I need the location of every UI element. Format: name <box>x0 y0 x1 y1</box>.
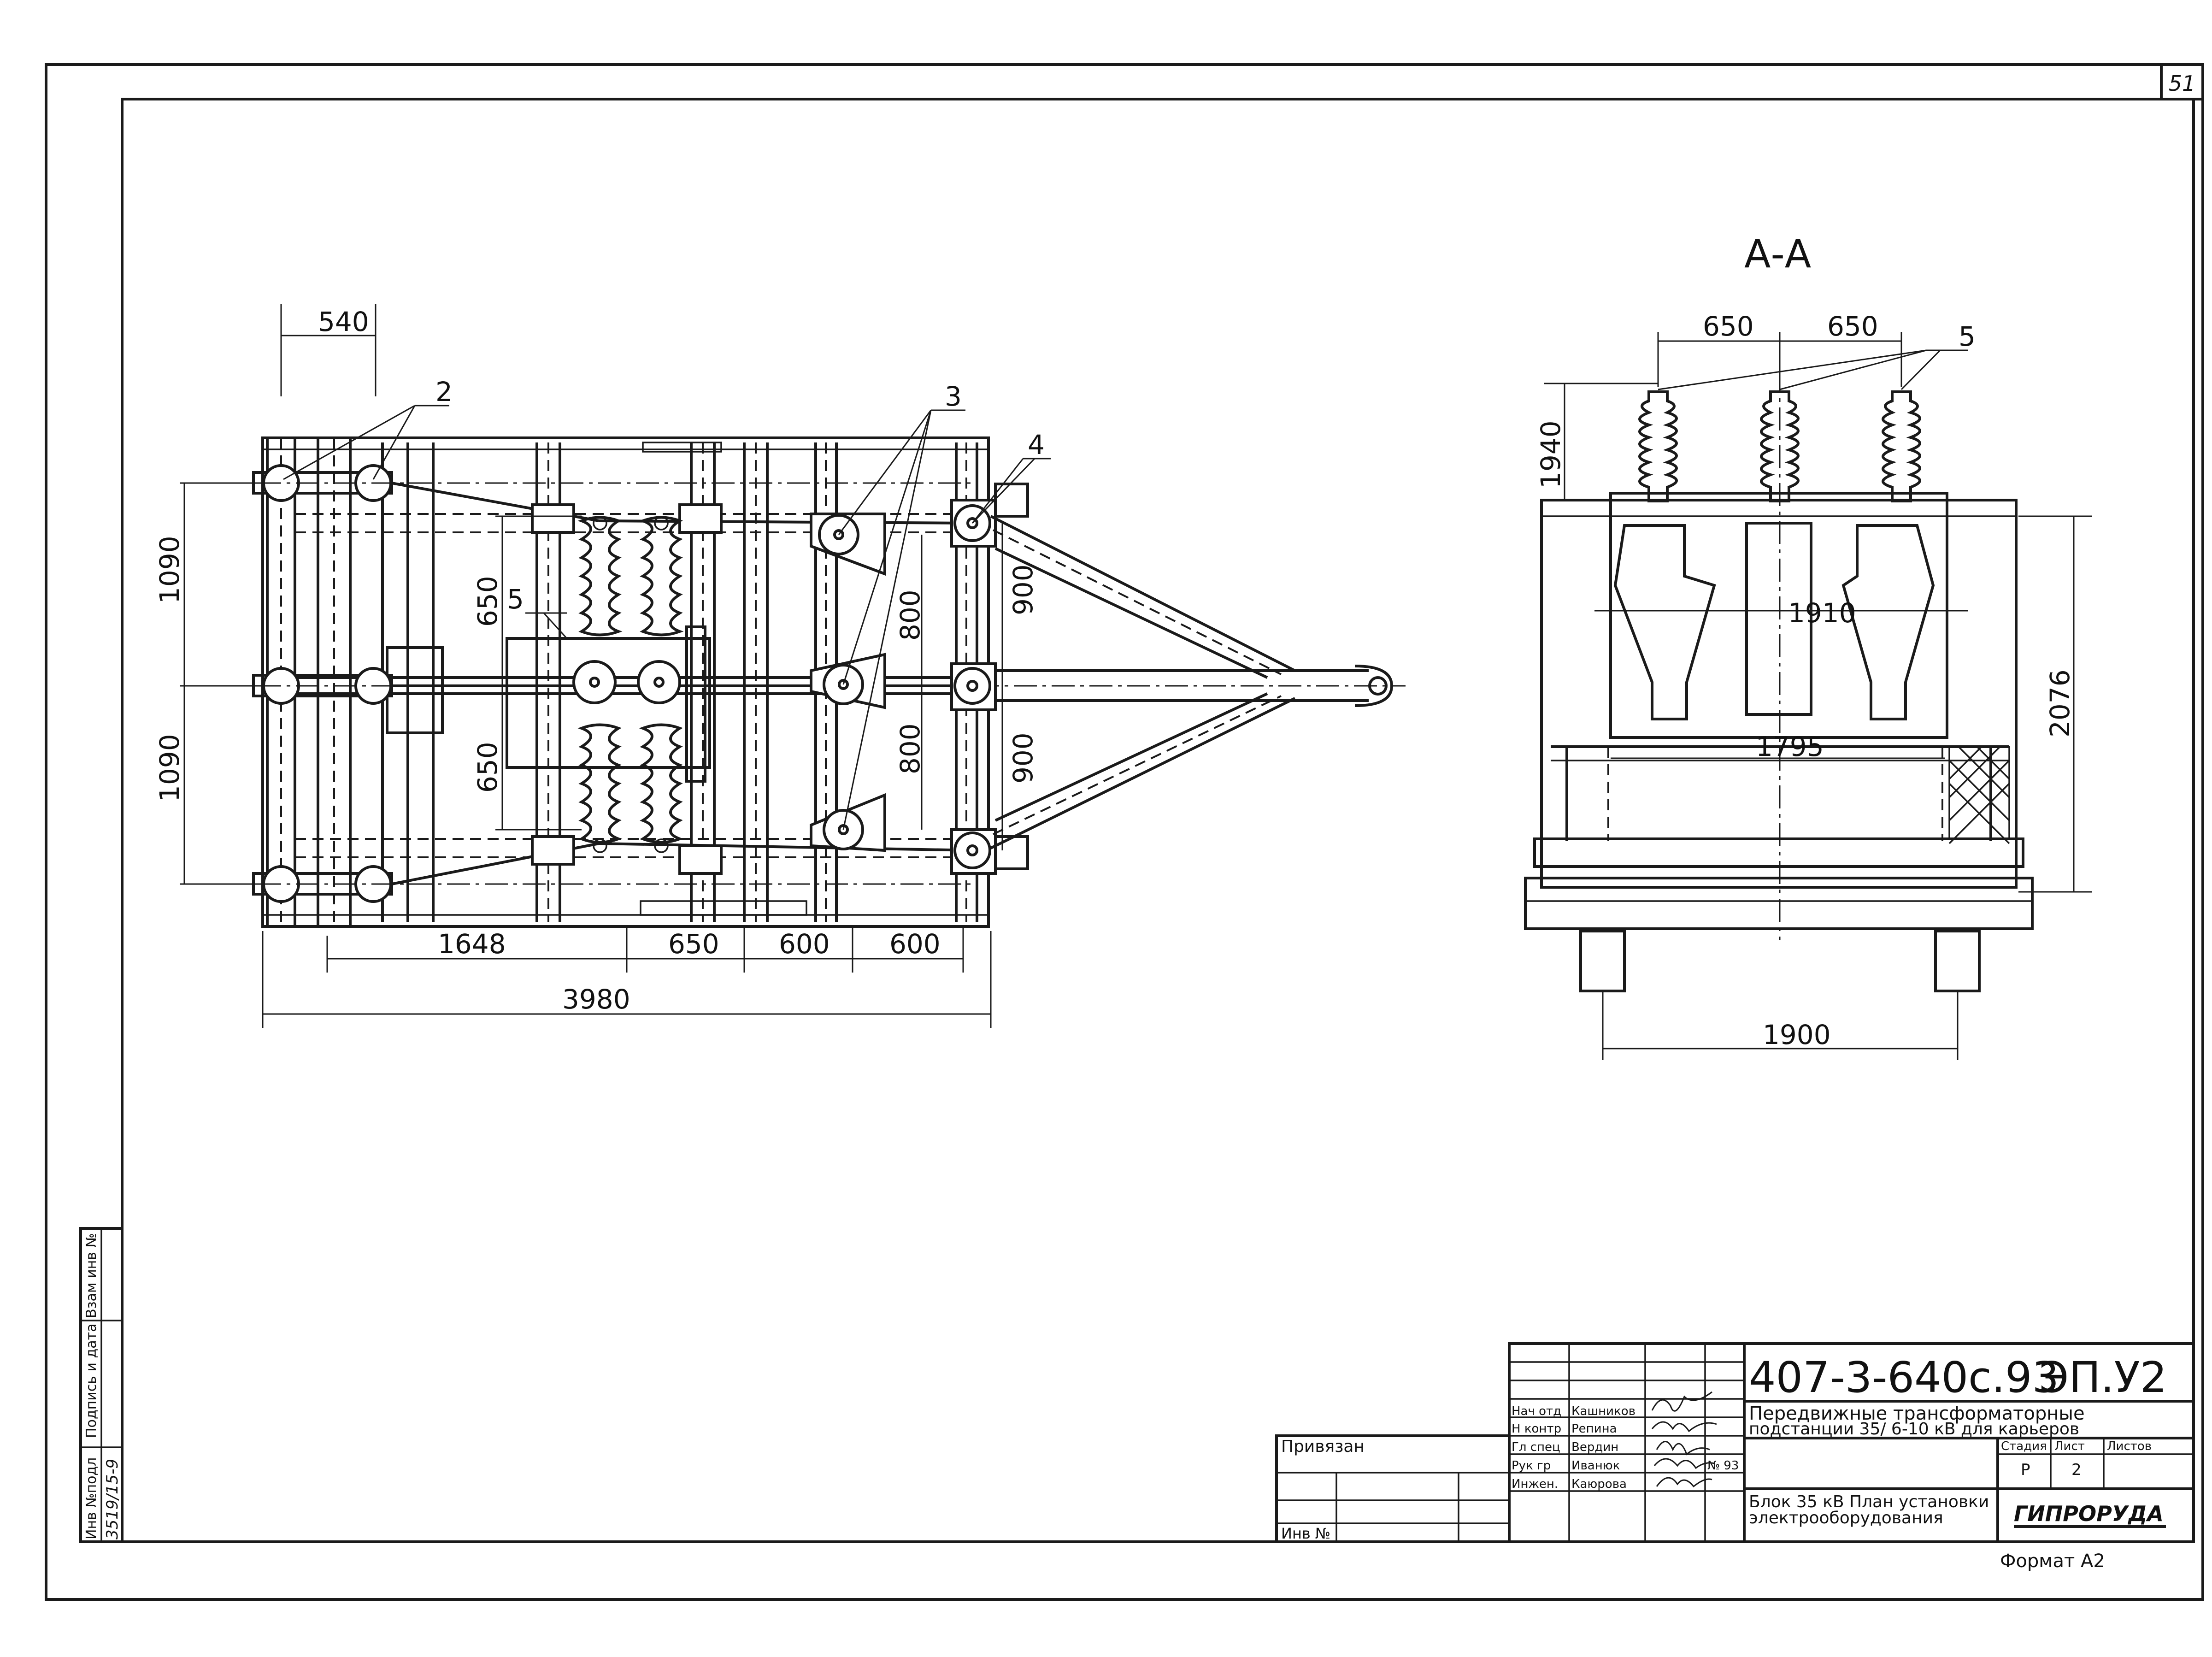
doc-code: 407-3-640с.93 <box>1749 1353 2059 1402</box>
role-0: Нач отд <box>1512 1404 1561 1418</box>
bushings <box>1638 390 1921 502</box>
sheet-label: Лист <box>2054 1439 2085 1453</box>
insulators-plan <box>572 516 684 853</box>
dim-1900: 1900 <box>1763 1019 1831 1050</box>
binding-block: Привязан Инв № <box>1275 1434 1511 1543</box>
dim-650-upper: 650 <box>472 576 503 627</box>
dim-900-upper: 900 <box>1007 564 1039 615</box>
side-inv-podl-label: Инв №подл <box>83 1457 100 1539</box>
extra-mark: № 93 <box>1707 1459 1739 1473</box>
role-2: Гл спец <box>1512 1440 1560 1454</box>
label-5-plan: 5 <box>507 584 524 615</box>
section-title: А-А <box>1744 231 1811 277</box>
title-block: Нач отд Н контр Гл спец Рук гр Инжен. Ка… <box>1508 1342 2195 1543</box>
dim-650-lower: 650 <box>472 742 503 793</box>
dim-1910: 1910 <box>1788 597 1856 629</box>
dim-1795: 1795 <box>1756 731 1824 762</box>
org-logo: ГИПРОРУДА <box>2014 1501 2164 1526</box>
dim-540: 540 <box>318 306 369 337</box>
sheet-value: 2 <box>2071 1461 2082 1479</box>
dim-650-b: 650 <box>1827 311 1878 342</box>
fittings-3 <box>810 513 886 852</box>
rollers <box>252 464 393 903</box>
sheet-frame: 51 Формат А2 <box>45 63 2204 1601</box>
dim-1648: 1648 <box>438 928 506 960</box>
mounting-pads <box>531 503 723 875</box>
dim-650-bottom: 650 <box>668 928 719 960</box>
stage-label: Стадия <box>2001 1439 2047 1453</box>
plan-view: 2 3 4 5 540 1090 1090 <box>154 304 1406 1028</box>
dim-600-a: 600 <box>779 928 830 960</box>
name-2: Вердин <box>1571 1440 1618 1454</box>
sheet-number: 51 <box>2169 71 2196 96</box>
dim-800-upper: 800 <box>894 590 926 641</box>
side-stamp: Инв №подл 3519/15-9 Подпись и дата Взам … <box>79 1227 124 1543</box>
label-2: 2 <box>435 376 453 407</box>
project-line-2: подстанции 35/ 6-10 кВ для карьеров <box>1749 1420 2079 1439</box>
dim-3980: 3980 <box>562 984 630 1015</box>
side-inv-podl-value: 3519/15-9 <box>103 1459 122 1539</box>
dim-2076: 2076 <box>2044 669 2076 737</box>
privyazan: Привязан <box>1281 1437 1365 1456</box>
dim-600-b: 600 <box>889 928 941 960</box>
fittings-4 <box>950 483 1029 875</box>
side-podpis-label: Подпись и дата <box>83 1324 100 1439</box>
name-1: Репина <box>1571 1422 1617 1436</box>
sheet-title-line-2: электрооборудования <box>1749 1509 1943 1527</box>
sheet-title-line-1: Блок 35 кВ План установки <box>1749 1492 1989 1511</box>
dim-1090-bottom: 1090 <box>154 734 185 802</box>
dim-900-lower: 900 <box>1007 732 1039 784</box>
inv-no: Инв № <box>1281 1525 1330 1542</box>
tow-bar <box>990 515 1394 849</box>
doc-id: ЭП.У2 <box>2039 1353 2167 1402</box>
format-label: Формат А2 <box>2000 1551 2105 1572</box>
role-4: Инжен. <box>1512 1477 1558 1491</box>
dim-650-a: 650 <box>1703 311 1754 342</box>
label-5-section: 5 <box>1959 321 1976 352</box>
name-4: Каюрова <box>1571 1477 1627 1491</box>
dim-800-lower: 800 <box>894 723 926 774</box>
role-3: Рук гр <box>1512 1459 1551 1473</box>
section-view: А-А <box>1524 231 2092 1060</box>
dim-1090-top: 1090 <box>154 536 185 604</box>
label-4: 4 <box>1028 429 1045 460</box>
section-dimensions: 650 650 1940 1910 1795 2076 1900 5 <box>1535 311 2092 1060</box>
name-3: Иванюк <box>1571 1459 1620 1473</box>
sheets-label: Листов <box>2107 1439 2152 1453</box>
name-0: Кашников <box>1571 1404 1635 1418</box>
stage-value: Р <box>2021 1461 2030 1479</box>
signatures <box>1651 1391 1717 1488</box>
leaders: 2 3 4 5 <box>283 376 1051 830</box>
label-3: 3 <box>945 381 962 412</box>
dim-1940: 1940 <box>1535 420 1566 489</box>
side-vzam-label: Взам инв № <box>83 1233 100 1318</box>
role-1: Н контр <box>1512 1422 1561 1436</box>
plan-dimensions: 540 1090 1090 650 650 800 800 900 900 <box>154 304 1039 1028</box>
project-line-1: Передвижные трансформаторные <box>1749 1403 2085 1424</box>
